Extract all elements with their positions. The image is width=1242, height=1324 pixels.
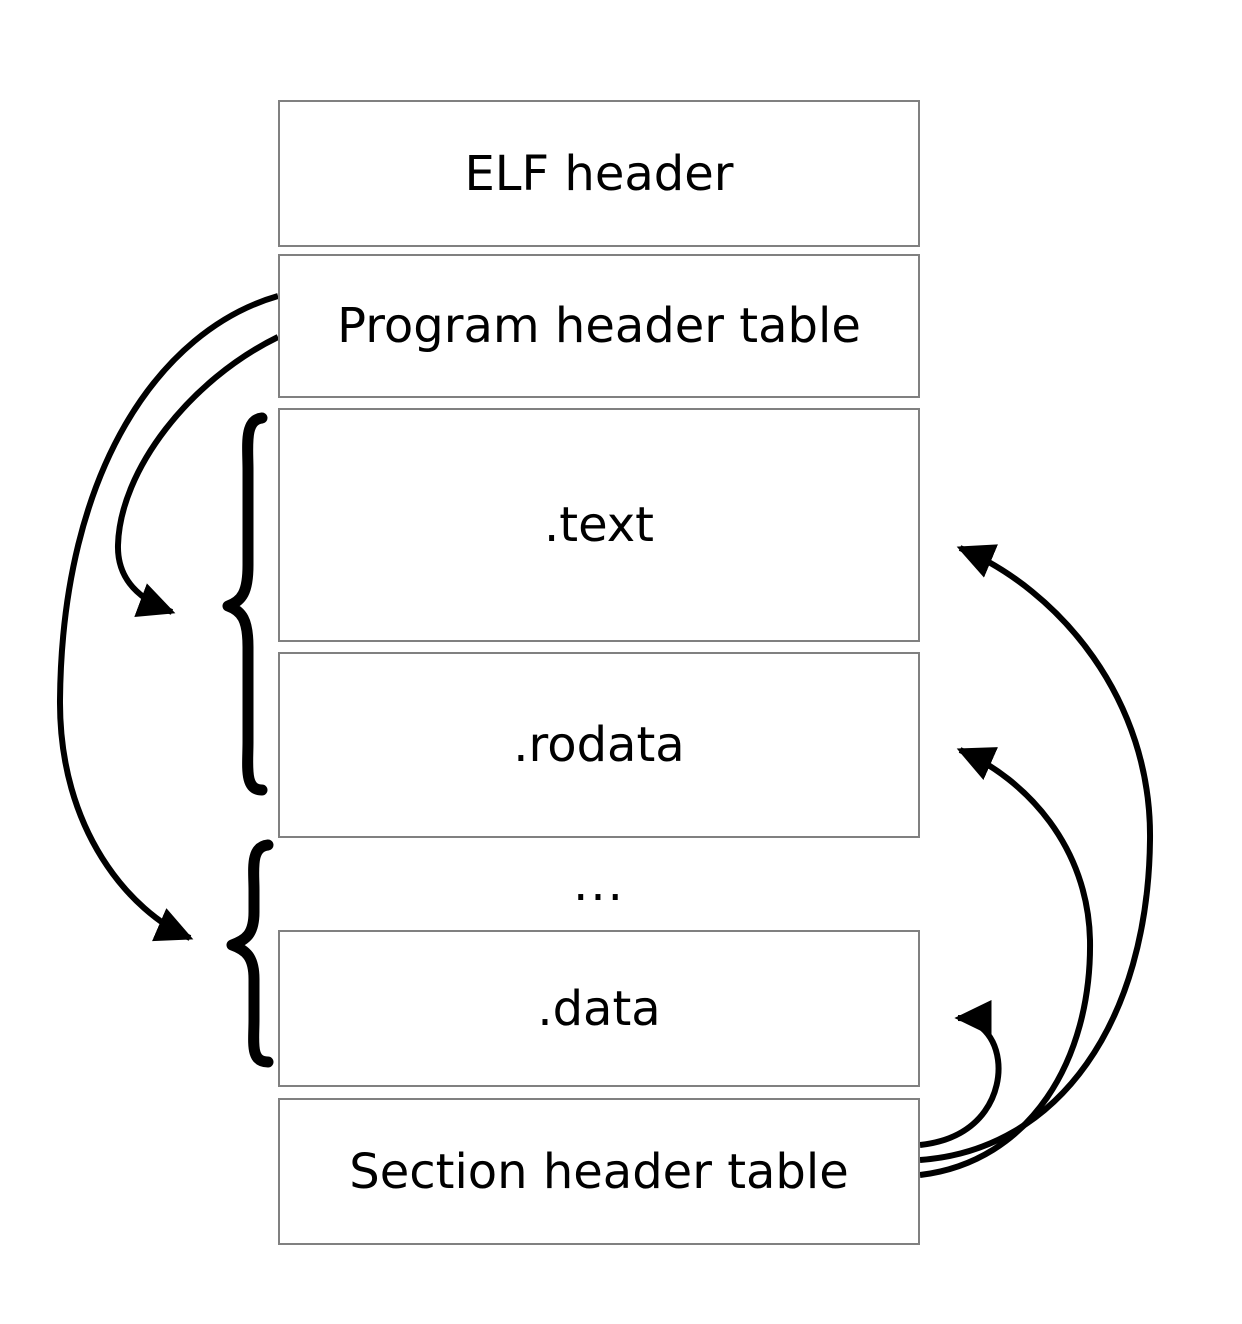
box-label-data-section: .data [537,980,661,1037]
box-text-section[interactable]: .text [278,408,920,642]
box-section-header-table[interactable]: Section header table [278,1098,920,1245]
box-label-elf-header: ELF header [464,145,734,202]
connector-section-header-to-rodata [919,747,1094,1178]
box-label-section-header-table: Section header table [349,1143,849,1200]
box-data-section[interactable]: .data [278,930,920,1087]
sections-ellipsis-region: ... [278,838,920,930]
segment-brace-lower [226,839,274,1068]
box-label-rodata-section: .rodata [513,717,685,773]
connector-section-header-to-data [919,1000,1002,1148]
box-label-program-header-table: Program header table [337,298,861,354]
sections-ellipsis-label: ... [573,856,625,912]
connector-program-header-to-segment-lower [56,293,279,942]
box-label-text-section: .text [544,497,654,553]
connector-section-header-to-text [919,544,1154,1163]
box-program-header-table[interactable]: Program header table [278,254,920,398]
box-rodata-section[interactable]: .rodata [278,652,920,838]
connector-program-header-to-segment-upper [114,334,280,618]
segment-brace-upper [222,412,268,796]
box-elf-header[interactable]: ELF header [278,100,920,247]
